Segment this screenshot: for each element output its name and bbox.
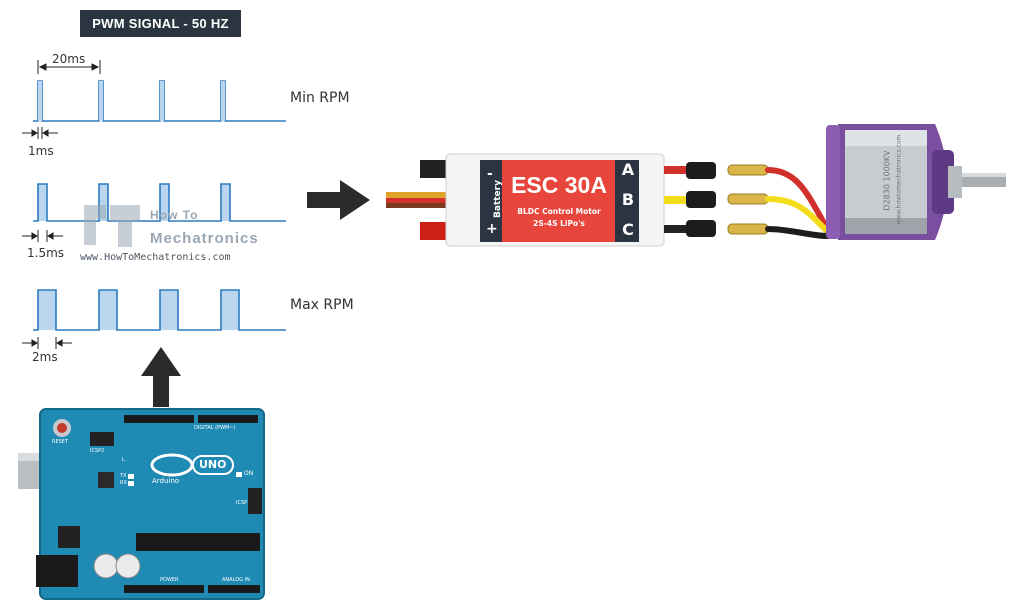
max-rpm-label: Max RPM <box>290 297 354 313</box>
pulse-2ms-label: 2ms <box>32 350 58 364</box>
period-label: 20ms <box>52 52 86 66</box>
arduino-brand-label: Arduino <box>152 477 180 485</box>
right-arrow <box>307 180 370 220</box>
arduino-uno-label: UNO <box>199 458 227 471</box>
esc-plus: + <box>486 221 498 237</box>
arduino-uno-board <box>18 408 265 600</box>
waveform-max-rpm <box>33 289 286 331</box>
esc-name: ESC 30A <box>511 172 607 198</box>
arduino-icsp-label: ICSP <box>236 500 248 506</box>
phase-a-label: A <box>621 160 635 179</box>
watermark-line2: Mechatronics <box>150 230 259 247</box>
min-rpm-label: Min RPM <box>290 90 350 106</box>
pulse-2ms-dimension <box>22 337 72 349</box>
waveform-min-rpm <box>33 80 286 122</box>
arduino-tx-label: TX <box>120 473 127 479</box>
phase-c-label: C <box>622 220 634 239</box>
arduino-on-label: ON <box>244 470 254 477</box>
esc-controller <box>386 153 716 247</box>
motor-model: D2830 1000KV <box>882 150 892 211</box>
esc-battery-label: Battery <box>493 180 503 218</box>
bullet-connectors <box>727 164 769 235</box>
motor-wires <box>765 167 831 239</box>
arduino-rx-label: RX <box>120 480 127 486</box>
period-dimension <box>37 60 101 74</box>
pwm-title: PWM SIGNAL - 50 HZ <box>80 10 241 37</box>
pulse-15ms-dimension <box>22 230 63 242</box>
bldc-motor <box>826 124 1006 240</box>
watermark-url: www.HowToMechatronics.com <box>80 252 231 263</box>
watermark-line1: How To <box>150 208 199 222</box>
arduino-digital-label: DIGITAL (PWM~) <box>194 425 236 431</box>
up-arrow <box>141 347 181 407</box>
esc-minus: - <box>487 166 493 182</box>
pulse-1ms-dimension <box>22 127 58 139</box>
watermark-logo <box>84 205 140 247</box>
arduino-reset-label: RESET <box>52 439 69 445</box>
motor-site: www.howtomechatronics.com <box>895 134 903 225</box>
pulse-15ms-label: 1.5ms <box>27 246 65 260</box>
phase-b-label: B <box>621 190 635 209</box>
esc-subtitle: BLDC Control Motor <box>517 207 601 216</box>
esc-spec: 2S-4S LiPo's <box>533 219 585 228</box>
pulse-1ms-label: 1ms <box>28 144 54 158</box>
arduino-analog-label: ANALOG IN <box>222 577 250 583</box>
arduino-icsp2-label: ICSP2 <box>90 448 105 454</box>
arduino-power-label: POWER <box>160 577 179 583</box>
arduino-l-label: L <box>122 457 125 463</box>
